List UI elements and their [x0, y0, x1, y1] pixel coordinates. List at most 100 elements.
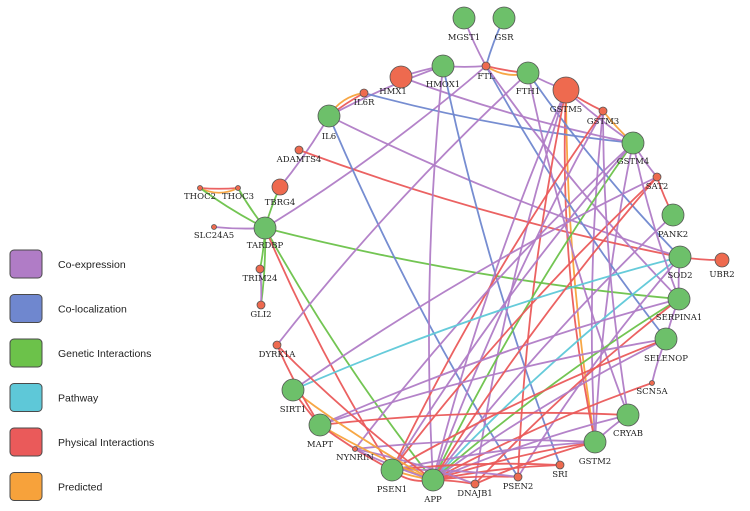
gene-node-sirt1[interactable]: SIRT1 — [280, 378, 307, 415]
node-circle[interactable] — [211, 224, 217, 230]
gene-node-mgst1[interactable]: MGST1 — [448, 6, 480, 43]
node-circle[interactable] — [481, 61, 491, 71]
network-edges — [199, 17, 723, 485]
edge-physical — [391, 338, 667, 471]
edge-predicted — [292, 389, 434, 481]
node-circle[interactable] — [516, 61, 540, 85]
legend-label: Co-expression — [58, 259, 126, 271]
edge-co-expression — [432, 338, 667, 481]
node-circle[interactable] — [272, 340, 282, 350]
node-circle[interactable] — [452, 6, 476, 30]
gene-node-serpina1[interactable]: SERPINA1 — [656, 287, 703, 323]
gene-node-mapt[interactable]: MAPT — [307, 413, 334, 450]
node-circle[interactable] — [380, 458, 404, 482]
gene-node-trim24[interactable]: TRIM24 — [243, 264, 278, 284]
node-label: GSR — [494, 33, 514, 43]
legend-item: Pathway — [9, 383, 99, 412]
edge-co-expression — [590, 110, 604, 443]
edge-predicted — [319, 424, 434, 481]
gene-node-gstm4[interactable]: GSTM4 — [617, 131, 649, 167]
gene-node-gli2[interactable]: GLI2 — [250, 300, 272, 320]
node-circle[interactable] — [359, 88, 369, 98]
gene-node-ubr2[interactable]: UBR2 — [709, 252, 735, 280]
gene-node-psen2[interactable]: PSEN2 — [503, 472, 534, 492]
edge-physical — [199, 187, 239, 190]
gene-node-thoc2[interactable]: THOC2 — [184, 185, 216, 203]
node-circle[interactable] — [668, 245, 692, 269]
node-circle[interactable] — [654, 327, 678, 351]
gene-node-gstm5[interactable]: GSTM5 — [550, 76, 582, 115]
node-label: GSTM3 — [587, 117, 619, 127]
gene-node-il6[interactable]: IL6 — [317, 104, 341, 142]
gene-node-gstm2[interactable]: GSTM2 — [579, 430, 611, 467]
gene-node-scn5a[interactable]: SCN5A — [636, 380, 669, 398]
node-label: SOD2 — [667, 271, 692, 281]
node-circle[interactable] — [281, 378, 305, 402]
gene-node-dyrk1a[interactable]: DYRK1A — [259, 340, 297, 360]
gene-node-cryab[interactable]: CRYAB — [613, 403, 643, 439]
gene-node-gsr[interactable]: GSR — [492, 6, 516, 43]
gene-node-selenop[interactable]: SELENOP — [644, 327, 688, 364]
gene-node-adamts4[interactable]: ADAMTS4 — [276, 145, 322, 165]
gene-node-psen1[interactable]: PSEN1 — [377, 458, 408, 495]
edge-co-localization — [442, 65, 561, 466]
edge-genetic — [264, 227, 680, 300]
edge-predicted — [565, 89, 596, 443]
gene-node-sod2[interactable]: SOD2 — [667, 245, 693, 281]
gene-node-il6r[interactable]: IL6R — [354, 88, 375, 108]
node-circle[interactable] — [421, 468, 445, 492]
node-circle[interactable] — [621, 131, 645, 155]
node-circle[interactable] — [552, 76, 580, 104]
gene-node-tbrg4[interactable]: TBRG4 — [265, 178, 296, 208]
node-circle[interactable] — [649, 380, 655, 386]
gene-node-nynrin[interactable]: NYNRIN — [336, 446, 374, 464]
gene-node-gstm3[interactable]: GSTM3 — [587, 106, 619, 127]
node-circle[interactable] — [616, 403, 640, 427]
node-circle[interactable] — [235, 185, 241, 191]
node-circle[interactable] — [317, 104, 341, 128]
edge-co-expression — [319, 298, 680, 426]
node-label: NYNRIN — [336, 453, 374, 463]
node-circle[interactable] — [389, 65, 413, 89]
node-circle[interactable] — [294, 145, 304, 155]
node-circle[interactable] — [352, 446, 358, 452]
legend-label: Co-localization — [58, 304, 127, 316]
legend-item: Co-expression — [9, 249, 126, 279]
gene-node-tardbp[interactable]: TARDBP — [247, 216, 284, 251]
gene-node-hmx1[interactable]: HMX1 — [379, 65, 413, 97]
gene-node-sri[interactable]: SRI — [552, 460, 568, 480]
gene-node-thoc3[interactable]: THOC3 — [222, 185, 254, 203]
node-circle[interactable] — [255, 264, 265, 274]
node-circle[interactable] — [256, 300, 266, 310]
node-label: DYRK1A — [259, 350, 297, 360]
node-circle[interactable] — [652, 172, 662, 182]
legend-label: Physical Interactions — [58, 437, 154, 449]
node-label: HMOX1 — [426, 80, 460, 90]
node-circle[interactable] — [271, 178, 289, 196]
node-circle[interactable] — [197, 185, 203, 191]
node-circle[interactable] — [661, 203, 685, 227]
node-circle[interactable] — [555, 460, 565, 470]
gene-node-sat2[interactable]: SAT2 — [646, 172, 669, 192]
edge-physical — [298, 149, 681, 258]
gene-node-fth1[interactable]: FTH1 — [516, 61, 540, 97]
gene-node-ftl[interactable]: FTL — [477, 61, 495, 82]
node-circle[interactable] — [667, 287, 691, 311]
gene-node-pank2[interactable]: PANK2 — [658, 203, 688, 240]
gene-node-app[interactable]: APP — [421, 468, 445, 505]
node-circle[interactable] — [513, 472, 523, 482]
node-circle[interactable] — [492, 6, 516, 30]
node-circle[interactable] — [598, 106, 608, 116]
node-circle[interactable] — [431, 54, 455, 78]
node-circle[interactable] — [308, 413, 332, 437]
node-circle[interactable] — [470, 479, 480, 489]
gene-node-dnajb1[interactable]: DNAJB1 — [457, 479, 493, 499]
node-circle[interactable] — [583, 430, 607, 454]
gene-node-slc24a5[interactable]: SLC24A5 — [194, 224, 234, 242]
node-circle[interactable] — [253, 216, 277, 240]
node-label: CRYAB — [613, 429, 643, 439]
gene-node-hmox1[interactable]: HMOX1 — [426, 54, 460, 90]
node-circle[interactable] — [714, 252, 730, 268]
node-label: SELENOP — [644, 354, 688, 364]
edge-physical — [474, 298, 680, 485]
